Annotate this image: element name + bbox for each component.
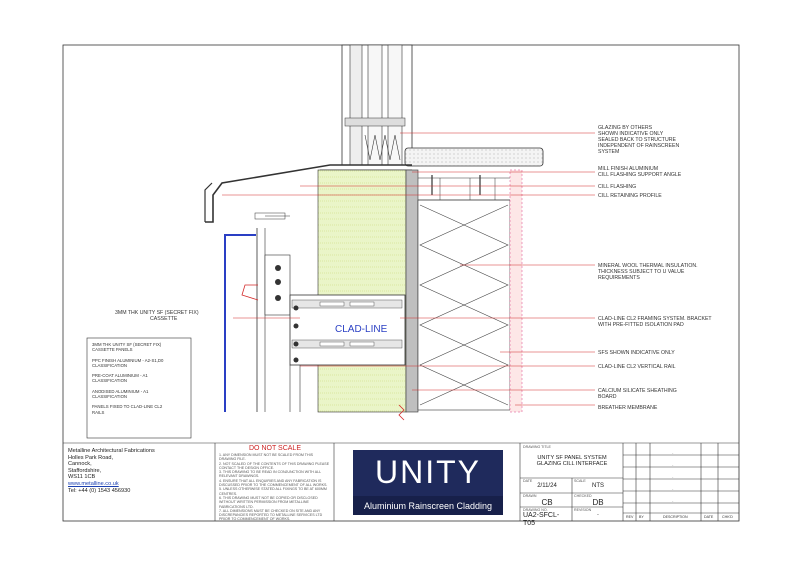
- callout-framing-2: WITH PRE-FITTED ISOLATION PAD: [598, 322, 684, 328]
- drawn-label: DRAWN: [523, 494, 537, 498]
- drawing-title-line: UNITY SF PANEL SYSTEM: [537, 455, 607, 461]
- rev-header: REV: [626, 515, 634, 519]
- spec-line: PANELS FIXED TO CLAD-LINE CL2: [92, 404, 163, 410]
- rev-header: CHK'D: [722, 515, 733, 519]
- spec-line: PRE-COAT ALUMINIUM - A1: [92, 373, 148, 379]
- drawing-title-label: DRAWING TITLE: [523, 445, 551, 449]
- spec-line: CASSETTE PANELS: [92, 347, 133, 353]
- callout-mineral-3: REQUIREMENTS: [598, 275, 640, 281]
- callout-cassette-1: 3MM THK UNITY SF (SECRET FIX): [115, 310, 199, 316]
- address-line: Cannock,: [68, 461, 92, 468]
- drawing-title-block: DRAWING TITLE UNITY SF PANEL SYSTEM GLAZ…: [523, 445, 621, 467]
- insulation-zone: [317, 169, 407, 413]
- revision-cell: REVISION -: [574, 508, 622, 518]
- spec-line: CLASSIFICATION: [92, 362, 128, 368]
- note-item: 4. ENSURE THAT ALL ENQUIRIES AND ANY FAB…: [219, 478, 328, 488]
- checked-label: CHECKED: [574, 494, 592, 498]
- date-label: DATE: [523, 479, 533, 483]
- callout-sfs: SFS SHOWN INDICATIVE ONLY: [598, 350, 675, 356]
- drawn-cell: DRAWN CB: [523, 494, 571, 507]
- sfs-structure: [398, 169, 523, 421]
- title-block: [63, 442, 739, 521]
- callout-calcium-2: BOARD: [598, 394, 617, 400]
- callout-leaders: [222, 132, 595, 406]
- revision-rows: - - - - -: [672, 447, 673, 507]
- rev-row: -: [672, 474, 674, 479]
- callout-mineral-2: THICKNESS SUBJECT TO U VALUE: [598, 269, 685, 275]
- website-link[interactable]: www.metalline.co.uk: [68, 480, 119, 487]
- callout-calcium-1: CALCIUM SILICATE SHEATHING: [598, 388, 677, 394]
- notes-panel: DO NOT SCALE 1. ANY DIMENSION MUST NOT B…: [219, 445, 331, 522]
- rev-header: DESCRIPTION: [663, 515, 688, 519]
- logo-word: UNITY: [375, 454, 481, 490]
- rev-row: -: [672, 450, 674, 455]
- address-line: Holles Park Road,: [68, 454, 114, 461]
- sill-board: [404, 147, 544, 167]
- note-item: 3. THIS DRAWING TO BE READ IN CONJUNCTIO…: [219, 470, 321, 479]
- callout-cill-profile: CILL RETAINING PROFILE: [598, 193, 662, 199]
- callout-labels: GLAZING BY OTHERS SHOWN INDICATIVE ONLY …: [115, 125, 712, 411]
- drawing-title-line: GLAZING CILL INTERFACE: [536, 461, 608, 467]
- spec-line: ANODISED ALUMINIUM - A1: [92, 388, 149, 394]
- spec-line: RAILS: [92, 409, 105, 415]
- fixings: [431, 175, 481, 195]
- drawing-number-cell: DRAWING NO. UA2-SFCL-T05: [523, 508, 571, 528]
- company-name: Metalline Architectural Fabrications: [68, 448, 155, 454]
- scale-cell: SCALE NTS: [574, 479, 622, 489]
- callout-cill-flashing: CILL FLASHING: [598, 184, 636, 190]
- callout-glazing-1: GLAZING BY OTHERS: [598, 125, 653, 131]
- callout-vertical-rail: CLAD-LINE CL2 VERTICAL RAIL: [598, 364, 676, 370]
- callout-glazing-2: SHOWN INDICATIVE ONLY: [598, 131, 664, 137]
- callout-glazing-4: INDEPENDENT OF RAINSCREEN: [598, 143, 679, 149]
- note-item: 6. THIS DRAWING MUST NOT BE COPIED OR DI…: [219, 495, 318, 509]
- rev-header: DATE: [704, 515, 714, 519]
- callout-glazing-3: SEALED BACK TO STRUCTURE: [598, 137, 676, 143]
- drawing-number-value: UA2-SFCL-T05: [523, 512, 560, 527]
- do-not-scale-warning: DO NOT SCALE: [249, 445, 301, 452]
- drawn-value: CB: [541, 498, 553, 507]
- address-line: WS11 1CB: [68, 474, 96, 481]
- scale-label: SCALE: [574, 479, 586, 483]
- note-item: 7. ALL DIMENSIONS MUST BE CHECKED ON SIT…: [219, 508, 323, 522]
- drawing-number-label: DRAWING NO.: [523, 508, 548, 512]
- clad-line-rail: CLAD-LINE: [241, 254, 406, 412]
- callout-mineral-1: MINERAL WOOL THERMAL INSULATION.: [598, 263, 698, 269]
- note-item: 5. UNLESS OTHERWISE STATED ALL FIXINGS T…: [219, 487, 327, 496]
- note-item: 2. NOT SCALED OF THE CONTENTS OF THIS DR…: [219, 461, 330, 470]
- revision-value: -: [597, 512, 599, 518]
- rev-row: -: [672, 498, 674, 503]
- phone-number: Tel: +44 (0) 1543 456930: [68, 487, 131, 494]
- rev-row: -: [672, 486, 674, 491]
- glazing-frame: [341, 44, 413, 166]
- callout-glazing-5: SYSTEM: [598, 149, 619, 155]
- spec-line: CLASSIFICATION: [92, 394, 128, 400]
- rail-label: CLAD-LINE: [335, 324, 388, 335]
- rev-row: -: [672, 462, 674, 467]
- callout-angle-2: CILL FLASHING SUPPORT ANGLE: [598, 172, 682, 178]
- revision-label: REVISION: [574, 508, 592, 512]
- date-cell: DATE 2/11/24: [523, 479, 571, 489]
- callout-framing-1: CLAD-LINE CL2 FRAMING SYSTEM. BRACKET: [598, 316, 712, 322]
- note-item: 1. ANY DIMENSION MUST NOT BE SCALED FROM…: [219, 453, 313, 462]
- spec-box-text: 3MM THK UNITY SF (SECRET FIX) CASSETTE P…: [92, 342, 188, 415]
- checked-value: DB: [592, 498, 604, 507]
- revision-table-header: REV BY DESCRIPTION DATE CHK'D: [623, 513, 739, 521]
- callout-cassette-2: CASSETTE: [150, 316, 178, 322]
- scale-value: NTS: [592, 483, 604, 489]
- company-info: Metalline Architectural Fabrications Hol…: [68, 448, 213, 494]
- callout-angle-1: MILL FINISH ALUMINIUM: [598, 166, 658, 172]
- spec-line: PPC FINISH ALUMINIUM - A2-S1,D0: [92, 357, 164, 363]
- logo-tagline: Aluminium Rainscreen Cladding: [364, 501, 492, 511]
- address-line: Staffordshire,: [68, 467, 102, 474]
- rev-header: BY: [639, 515, 644, 519]
- date-value: 2/11/24: [537, 483, 557, 489]
- callout-breather: BREATHER MEMBRANE: [598, 405, 658, 411]
- spec-box: [86, 337, 192, 439]
- spec-line: CLASSIFICATION: [92, 378, 128, 384]
- spec-line: 3MM THK UNITY SF (SECRET FIX): [92, 342, 162, 347]
- checked-cell: CHECKED DB: [574, 494, 622, 507]
- unity-logo: UNITY Aluminium Rainscreen Cladding: [353, 450, 503, 515]
